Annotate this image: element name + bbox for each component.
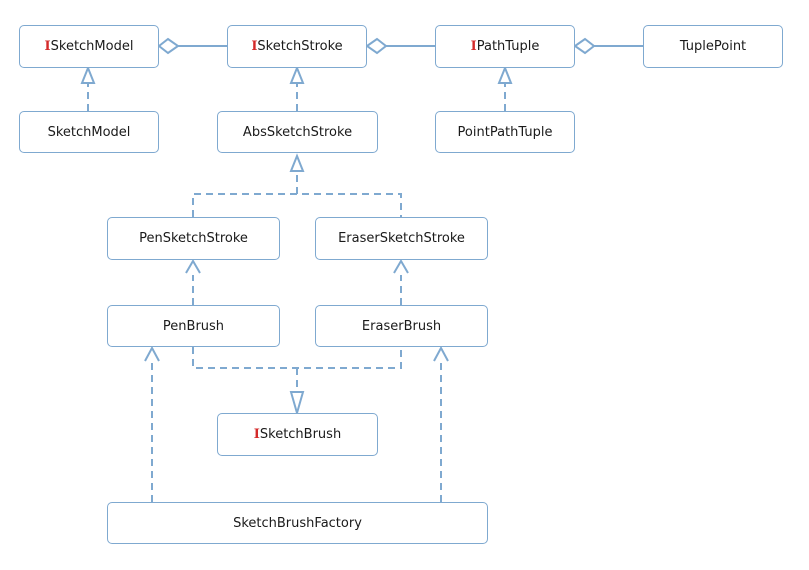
- pensketchstroke-node[interactable]: PenSketchStroke: [107, 217, 280, 260]
- sketchbrushfactory-node[interactable]: SketchBrushFactory: [107, 502, 488, 544]
- interface-marker-icon: I: [251, 39, 258, 54]
- inheritance-line-stroke-branches: [192, 193, 402, 217]
- node-label: PenBrush: [162, 318, 225, 334]
- erasersketchstroke-node[interactable]: EraserSketchStroke: [315, 217, 488, 260]
- open-arrow-icon: [144, 345, 160, 362]
- realization-line-brush-branches: [192, 347, 402, 369]
- realization-arrow-icon: [497, 65, 513, 84]
- inheritance-arrow-icon: [289, 153, 305, 172]
- aggregation-diamond-icon: [157, 37, 180, 55]
- interface-marker-icon: I: [253, 427, 260, 442]
- aggregation-diamond-icon: [573, 37, 596, 55]
- aggregation-diamond-icon: [365, 37, 388, 55]
- node-label: SketchModel: [50, 39, 134, 54]
- node-label: PointPathTuple: [457, 124, 553, 140]
- node-label: SketchBrushFactory: [233, 515, 362, 531]
- realization-arrow-icon: [289, 65, 305, 84]
- node-label: EraserSketchStroke: [338, 231, 465, 246]
- sketchmodel-node[interactable]: SketchModel: [19, 111, 159, 153]
- node-label: AbsSketchStroke: [242, 124, 353, 140]
- open-arrow-icon: [433, 345, 449, 362]
- node-label: PathTuple: [476, 39, 540, 54]
- realization-arrow-icon: [289, 391, 305, 417]
- open-arrow-icon: [185, 259, 201, 274]
- eraserbrush-node[interactable]: EraserBrush: [315, 305, 488, 347]
- abssketchstroke-node[interactable]: AbsSketchStroke: [217, 111, 378, 153]
- node-label: SketchBrush: [259, 427, 342, 442]
- interface-marker-icon: I: [470, 39, 477, 54]
- realization-arrow-icon: [80, 65, 96, 84]
- penbrush-node[interactable]: PenBrush: [107, 305, 280, 347]
- node-label: PenSketchStroke: [139, 231, 248, 246]
- node-label: TuplePoint: [679, 39, 747, 54]
- interface-marker-icon: I: [44, 39, 51, 54]
- node-label: SketchModel: [47, 124, 131, 140]
- node-label: SketchStroke: [257, 39, 343, 54]
- pointpathtuple-node[interactable]: PointPathTuple: [435, 111, 575, 153]
- open-arrow-icon: [393, 259, 409, 274]
- node-label: EraserBrush: [361, 318, 442, 334]
- tuplepoint-node[interactable]: TuplePoint: [643, 25, 783, 68]
